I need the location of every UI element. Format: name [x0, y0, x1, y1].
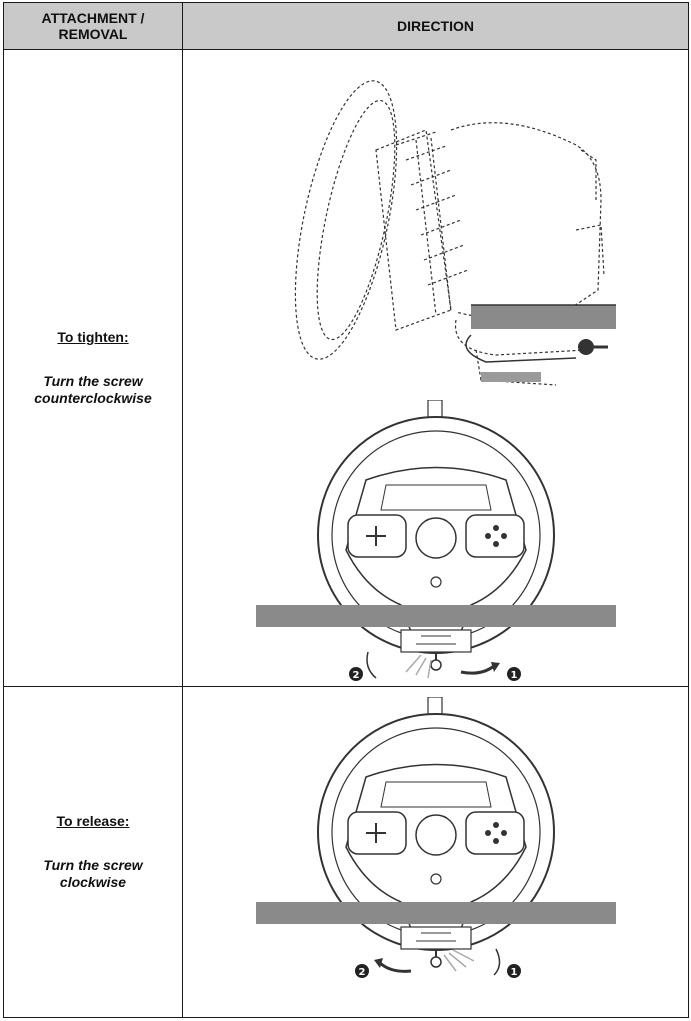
- header-col1-line2: REMOVAL: [58, 26, 128, 42]
- svg-text:2: 2: [352, 670, 359, 681]
- header-attachment-removal: ATTACHMENT / REMOVAL: [3, 2, 183, 50]
- tighten-instruction: Turn the screw counterclockwise: [34, 373, 152, 406]
- screw-front-icon: [429, 659, 442, 671]
- wheel-front-illustration-release: 2 1: [255, 697, 616, 978]
- arrow-left-release-icon: [378, 961, 411, 973]
- table-row-tighten: To tighten: Turn the screw counterclockw…: [3, 49, 689, 687]
- desk-shape: [470, 305, 616, 329]
- tighten-label: To tighten:: [57, 329, 129, 345]
- screw-release-icon: [429, 956, 442, 968]
- release-direction-cell: 2 1: [182, 686, 689, 1018]
- arrow-left-icon: [365, 651, 376, 679]
- screw-icon: [577, 339, 594, 355]
- release-instruction: Turn the screw clockwise: [43, 857, 143, 890]
- step-marker-2-icon: [348, 667, 363, 681]
- arrow-right-icon: [460, 664, 495, 675]
- wheel-side-illustration: [294, 80, 616, 386]
- release-label: To release:: [56, 813, 130, 829]
- svg-text:1: 1: [510, 670, 517, 681]
- svg-text:2: 2: [358, 967, 365, 978]
- tighten-cell: To tighten: Turn the screw counterclockw…: [3, 49, 183, 687]
- wheel-front-illustration: 2 1: [255, 400, 616, 681]
- tighten-direction-cell: 2 1: [182, 49, 689, 687]
- header-col1-line1: ATTACHMENT /: [41, 10, 145, 26]
- release-cell: To release: Turn the screw clockwise: [3, 686, 183, 1018]
- svg-text:1: 1: [510, 967, 517, 978]
- desk-shape-front: [255, 605, 616, 627]
- header-direction: DIRECTION: [182, 2, 689, 50]
- desk-shape-release: [255, 902, 616, 924]
- table-row-release: To release: Turn the screw clockwise: [3, 686, 689, 1018]
- arrow-right-release-icon: [492, 948, 500, 976]
- step-marker-1-icon: [506, 667, 521, 681]
- step-marker-2-release-icon: [354, 964, 369, 978]
- attachment-direction-table: ATTACHMENT / REMOVAL DIRECTION To tighte…: [3, 2, 689, 1018]
- step-marker-1-release-icon: [506, 964, 521, 978]
